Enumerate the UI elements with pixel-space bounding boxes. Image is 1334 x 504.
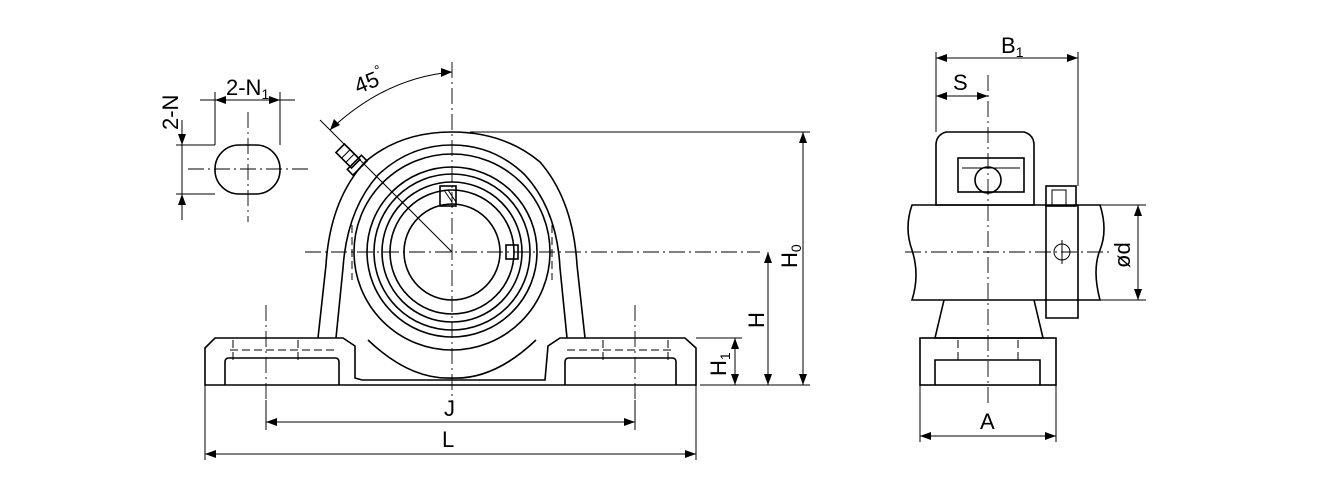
- label-d: ød: [1110, 242, 1135, 268]
- side-view: B1 S ød A: [905, 33, 1146, 442]
- housing-outline: [317, 131, 586, 339]
- label-s: S: [953, 70, 968, 95]
- grease-fitting: [334, 142, 369, 177]
- label-h1: H1: [706, 352, 733, 376]
- front-view: 45° H0 H H1 J L: [204, 61, 810, 460]
- label-a: A: [980, 409, 995, 434]
- label-angle-45: 45°: [349, 61, 387, 98]
- label-j: J: [444, 396, 455, 421]
- slot-detail-view: 2-N 2-N1: [158, 75, 312, 222]
- label-2-n: 2-N: [158, 95, 183, 130]
- label-h0: H0: [777, 244, 804, 268]
- label-h: H: [744, 312, 769, 328]
- mounting-slot: [214, 144, 281, 195]
- label-2-n1: 2-N1: [226, 75, 269, 102]
- label-b1: B1: [1001, 33, 1024, 60]
- housing-cap-section: [935, 131, 1035, 206]
- label-l: L: [442, 427, 454, 452]
- shaft: [907, 204, 1105, 301]
- base-foot-outline: [204, 337, 697, 386]
